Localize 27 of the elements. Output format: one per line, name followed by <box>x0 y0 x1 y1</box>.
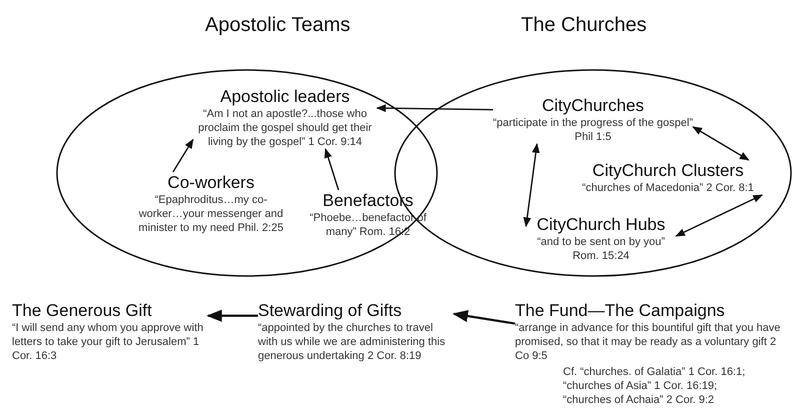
arrow <box>692 126 750 161</box>
node-heading: CityChurch Clusters <box>592 160 744 181</box>
arrow <box>523 143 540 228</box>
cross-reference: Cf. “churches. of Galatia” 1 Cor. 16:1; “churches of Asia” 1 Cor. 16:19; “churches of Achaia” 2 Cor. 9:2 <box>563 365 746 407</box>
node-heading: Apostolic leaders <box>220 86 350 107</box>
scripture-quote: “Epaphroditus…my co-worker…your messenger and minister to my need Phil. 2:25 <box>138 193 284 235</box>
group-heading: The Churches <box>521 13 647 38</box>
node-heading: The Generous Gift <box>12 300 152 321</box>
scripture-quote: “participate in the progress of the gospel” Phil 1:5 <box>493 116 693 144</box>
scripture-quote: “appointed by the churches to travel with us while we are administering this generous undertaking 2 Cor. 8:19 <box>258 321 446 363</box>
arrow <box>324 148 340 190</box>
arrow <box>675 194 763 237</box>
node-heading: Stewarding of Gifts <box>258 300 402 321</box>
node-heading: CityChurch Hubs <box>536 214 666 235</box>
arrow <box>172 138 194 172</box>
node-heading: The Fund—The Campaigns <box>515 300 725 321</box>
scripture-quote: “arrange in advance for this bountiful gift that you have promised, so that it may be ready as a voluntary gift 2 Co 9:5 <box>515 321 782 363</box>
scripture-quote: “Am I not an apostle?...those who proclaim the gospel should get their living by the gospel” 1 Cor. 9:14 <box>197 107 373 149</box>
arrow <box>452 310 516 325</box>
group-heading: Apostolic Teams <box>205 13 350 38</box>
scripture-quote: “and to be sent on by you” Rom. 15:24 <box>536 235 666 263</box>
scripture-quote: “churches of Macedonia” 2 Cor. 8:1 <box>582 181 754 195</box>
node-heading: CityChurches <box>542 95 644 116</box>
arrow <box>376 104 493 112</box>
arrow <box>206 310 258 322</box>
scripture-quote: “I will send any whom you approve with letters to take your gift to Jerusalem” 1 Cor. 16:3 <box>12 321 204 363</box>
node-heading: Co-workers <box>168 172 254 193</box>
